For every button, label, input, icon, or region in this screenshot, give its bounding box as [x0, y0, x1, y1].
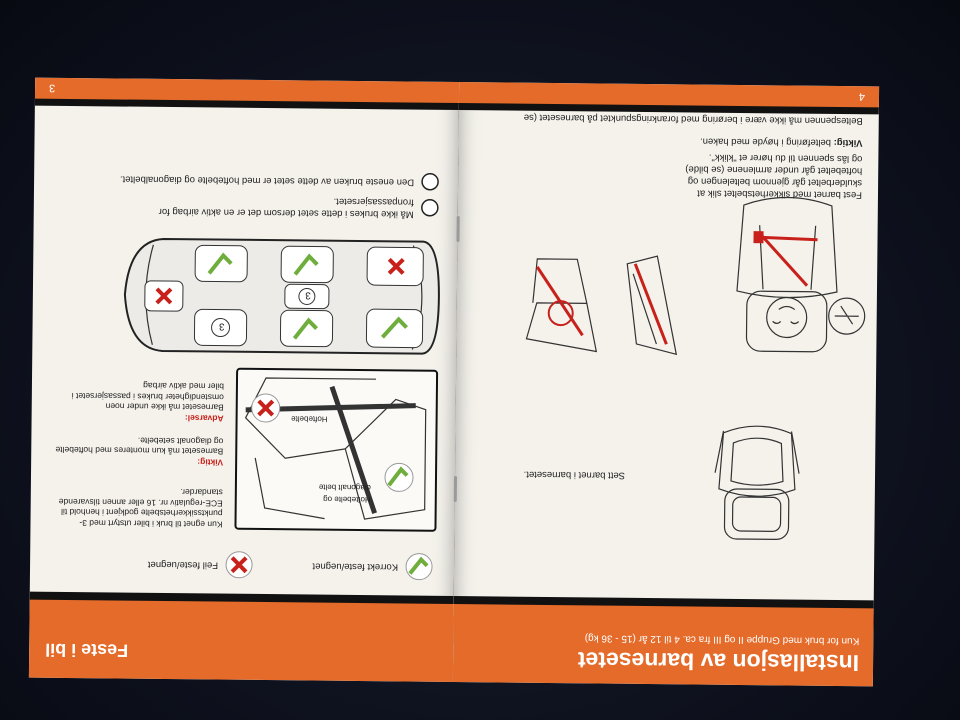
fasten-instruction: Fest barnet med sikkerhetsbeltet slik at… [685, 151, 863, 201]
legend-correct-label: Korrekt feste/uegnet [312, 560, 399, 573]
page-title: Installasjon av barnesetet [577, 647, 860, 677]
advarsel-text: Barnesetet må ikke under noen omstendigh… [71, 381, 224, 414]
viktig-note-right: Viktig: Barnesetet må kun monteres med h… [53, 434, 224, 468]
legend-correct: Korrekt feste/uegnet [312, 551, 434, 582]
note-airbag-text: Må ikke brukes i dette setet dersom det … [158, 195, 414, 220]
page-subtitle: Kun for bruk med Gruppe II og III fra ca… [584, 632, 860, 647]
left-header-band: Installasjon av barnesetet Kun for bruk … [452, 596, 874, 687]
section-title: Feste i bil [45, 639, 129, 661]
note-hip-only: Den eneste bruken av dette setet er med … [84, 168, 440, 192]
page-number-left: 4 [858, 90, 866, 103]
note-airbag: Må ikke brukes i dette setet dersom det … [84, 192, 440, 220]
seat-front-right [366, 246, 424, 287]
right-page: Feste i bil Korrekt feste/uegnet Feil fe… [28, 77, 460, 683]
viktig-text-right: Barnesetet må kun monteres med hoftebelt… [55, 435, 224, 458]
page-number-right: 3 [48, 81, 56, 94]
note-number-icon [421, 172, 439, 191]
viktig-label-right: Viktig: [197, 457, 224, 468]
left-page: Installasjon av barnesetet Kun for bruk … [452, 82, 880, 687]
right-header-band: Feste i bil [28, 591, 454, 683]
booster-seat-illustration [714, 425, 800, 540]
advarsel-label: Advarsel: [184, 413, 224, 424]
seat-badge-middle: 3 [305, 289, 311, 300]
left-footer-band: 4 [458, 82, 880, 115]
viktig-label: Viktig: [833, 136, 863, 149]
suitable-text: Kun egnet til bruk i biler utstyrt med 3… [58, 487, 223, 530]
label-hip-diagonal: Hoftebelte og diagonalt belte [318, 482, 371, 505]
note-number-icon [421, 198, 439, 217]
note-hip-only-text: Den eneste bruken av dette setet er med … [119, 173, 415, 188]
check-icon [405, 553, 433, 581]
legend-wrong-label: Feil feste/uegnet [147, 558, 219, 571]
belt-routing-illustration [525, 255, 678, 356]
car-top-view: 3 3 [123, 237, 440, 355]
right-footer-band: 3 [34, 77, 460, 111]
car-seat-belt-illustration [244, 377, 427, 520]
staple-bottom [456, 216, 460, 243]
place-child-text: Sett barnet i barnesetet. [523, 468, 626, 481]
viktig-note-left: Viktig: belteføring i høyde med haken. [662, 134, 863, 149]
cross-icon [225, 551, 253, 579]
label-hip: Hoftebelte [291, 414, 328, 424]
manual-booklet: Installasjon av barnesetet Kun for bruk … [28, 77, 880, 687]
seat-badge-rear: 3 [219, 321, 225, 332]
child-in-seat-illustration [736, 196, 866, 353]
advarsel-note: Advarsel: Barnesetet må ikke under noen … [54, 380, 224, 424]
staple-top [453, 476, 458, 503]
viktig-text: belteføring i høyde med haken. [700, 135, 832, 148]
belt-type-diagram: Hoftebelte og diagonalt belte Hoftebelte [234, 367, 439, 532]
legend-wrong: Feil feste/uegnet [148, 549, 255, 580]
seat-front-left [365, 308, 424, 349]
